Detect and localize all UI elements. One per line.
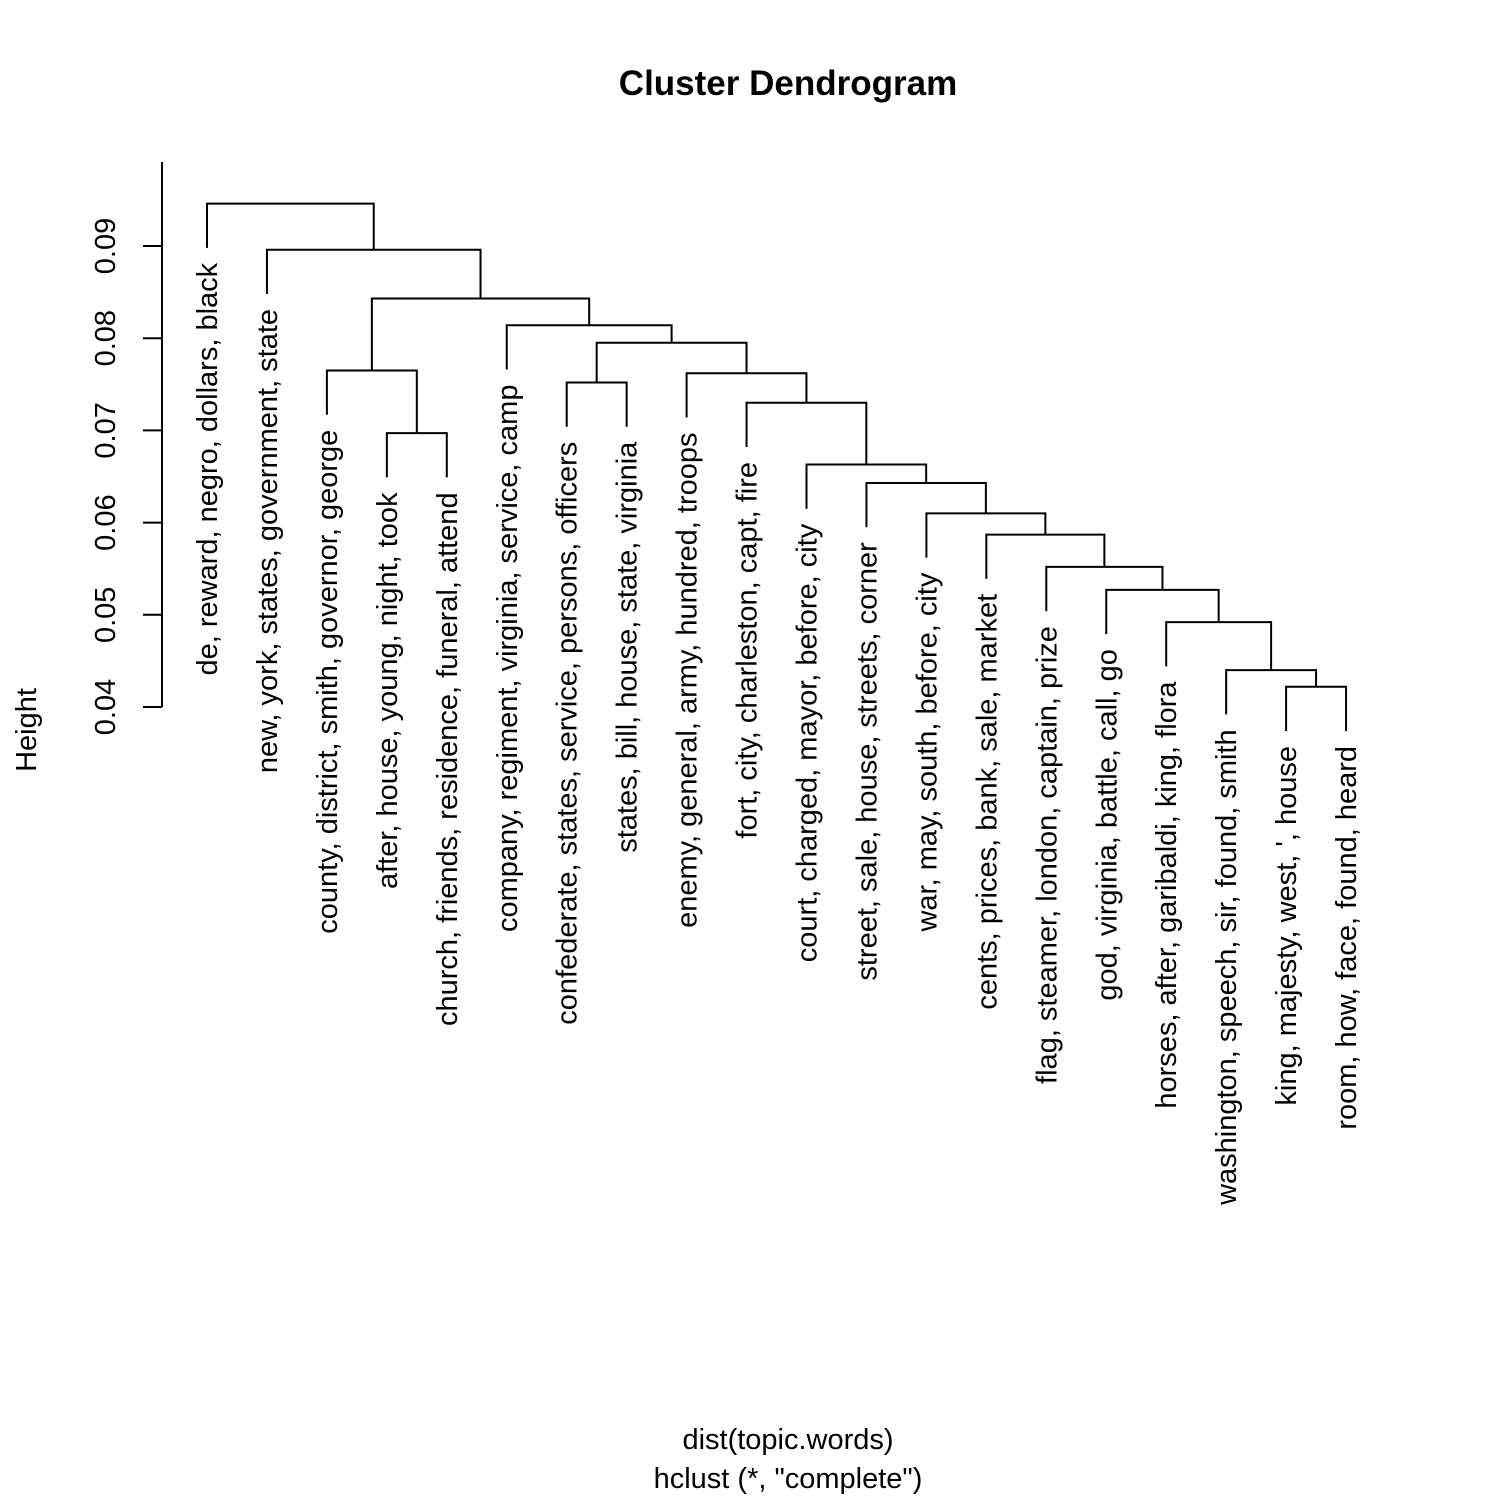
leaf-label: flag, steamer, london, captain, prize [1031, 626, 1063, 1084]
leaf-label: street, sale, house, streets, corner [851, 542, 883, 981]
leaf-label: confederate, states, service, persons, o… [552, 442, 584, 1025]
leaf-label: king, majesty, west, ', house [1271, 746, 1303, 1106]
leaf-label: company, regiment, virginia, service, ca… [492, 385, 524, 932]
dendrogram-branch [505, 324, 673, 370]
y-axis: 0.04 0.05 0.06 0.07 0.08 0.09 [90, 162, 163, 735]
method-sublabel: hclust (*, "complete") [654, 1463, 923, 1495]
dendrogram-branch [206, 202, 375, 250]
leaf-label: horses, after, garibaldi, king, flora [1151, 681, 1183, 1109]
chart-title: Cluster Dendrogram [619, 64, 957, 103]
leaf-label: after, house, young, night, took [372, 492, 404, 889]
dendrogram-branch [565, 381, 628, 427]
y-axis-label: Height [11, 688, 43, 772]
dendrogram-branches [206, 202, 1348, 731]
leaf-label: room, how, face, found, heard [1331, 746, 1363, 1130]
y-tick-label: 0.09 [90, 218, 122, 274]
y-tick-label: 0.05 [90, 587, 122, 643]
leaf-label: de, reward, negro, dollars, black [192, 262, 224, 675]
leaf-label: washington, speech, sir, found, smith [1211, 729, 1243, 1206]
leaf-labels: de, reward, negro, dollars, black new, yo… [192, 262, 1363, 1206]
leaf-label: court, charged, mayor, before, city [792, 523, 824, 962]
leaf-label: county, district, smith, governor, georg… [312, 430, 344, 934]
dendrogram-branch [745, 401, 868, 465]
y-tick-label: 0.08 [90, 310, 122, 366]
leaf-label: cents, prices, bank, sale, market [971, 594, 1003, 1010]
x-axis-label: dist(topic.words) [682, 1424, 893, 1456]
leaf-label: states, bill, house, state, virginia [612, 441, 644, 853]
dendrogram-branch [1225, 669, 1318, 715]
dendrogram-branch [1285, 685, 1348, 731]
dendrogram-branch [265, 248, 482, 299]
leaf-label: enemy, general, army, hundred, troops [672, 432, 704, 927]
y-tick-label: 0.06 [90, 494, 122, 550]
dendrogram-branch [370, 297, 591, 371]
leaf-label: war, may, south, before, city [911, 572, 943, 932]
y-tick-label: 0.04 [90, 679, 122, 735]
dendrogram-branch [385, 432, 448, 478]
leaf-label: new, york, states, government, state [252, 309, 284, 773]
dendrogram-branch [595, 341, 748, 383]
leaf-label: god, virginia, battle, call, go [1091, 649, 1123, 1000]
dendrogram-branch [325, 369, 418, 434]
y-tick-label: 0.07 [90, 402, 122, 458]
dendrogram-branch [1165, 621, 1273, 671]
leaf-label: church, friends, residence, funeral, att… [432, 492, 464, 1026]
leaf-label: fort, city, charleston, capt, fire [732, 462, 764, 839]
dendrogram-branch [1105, 588, 1220, 635]
